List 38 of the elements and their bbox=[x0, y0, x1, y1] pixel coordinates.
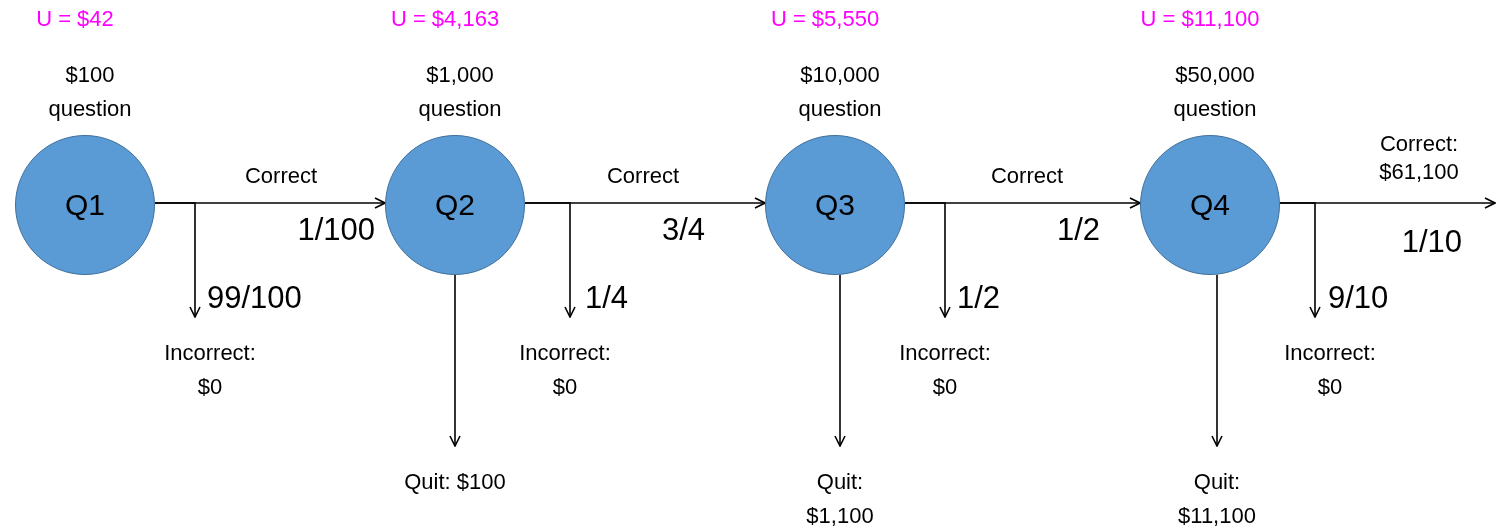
question-value: $10,000 question bbox=[797, 61, 883, 123]
arrow bbox=[1279, 202, 1321, 318]
edge-label: Correct bbox=[989, 162, 1065, 190]
question-value: $1,000 question bbox=[417, 61, 503, 123]
arrow bbox=[524, 202, 576, 318]
edge-label: Correct bbox=[243, 162, 319, 190]
node-text: Incorrect: $0 bbox=[899, 340, 991, 399]
probability-label: 9/10 bbox=[1328, 280, 1389, 316]
probability-label: 1/10 bbox=[1401, 224, 1462, 260]
edge-label: Correct bbox=[605, 162, 681, 190]
arrow bbox=[904, 202, 951, 318]
question-value: $100 question bbox=[47, 61, 133, 123]
utility-value: U = $4,163 bbox=[389, 6, 501, 32]
probability-label: 1/2 bbox=[957, 280, 1001, 316]
node-text: Q3 bbox=[815, 188, 855, 222]
node-text: Q4 bbox=[1190, 188, 1230, 222]
edge-label: Correct: $61,100 bbox=[1378, 130, 1460, 186]
probability-label: 99/100 bbox=[207, 280, 302, 316]
utility-value: U = $11,100 bbox=[1139, 6, 1261, 32]
node-text: Q1 bbox=[65, 188, 105, 222]
arrow bbox=[834, 274, 846, 447]
node-text: Incorrect: $0 bbox=[1284, 340, 1376, 399]
utility-value: U = $42 bbox=[35, 6, 115, 32]
arrow bbox=[154, 202, 201, 318]
probability-label: 1/2 bbox=[1056, 212, 1100, 248]
arrow bbox=[1211, 273, 1223, 447]
arrow bbox=[449, 274, 461, 447]
question-value: $50,000 question bbox=[1172, 61, 1258, 123]
node-text: Q2 bbox=[435, 188, 475, 222]
utility-value: U = $5,550 bbox=[769, 6, 881, 32]
node-text: Quit: $11,100 bbox=[1178, 469, 1256, 528]
node-text: Incorrect: $0 bbox=[164, 340, 256, 399]
probability-label: 1/100 bbox=[297, 212, 375, 248]
node-text: Incorrect: $0 bbox=[519, 340, 611, 399]
node-text: Quit: $100 bbox=[404, 469, 506, 494]
probability-label: 3/4 bbox=[661, 212, 705, 248]
probability-label: 1/4 bbox=[585, 280, 629, 316]
node-text: Quit: $1,100 bbox=[806, 469, 874, 528]
